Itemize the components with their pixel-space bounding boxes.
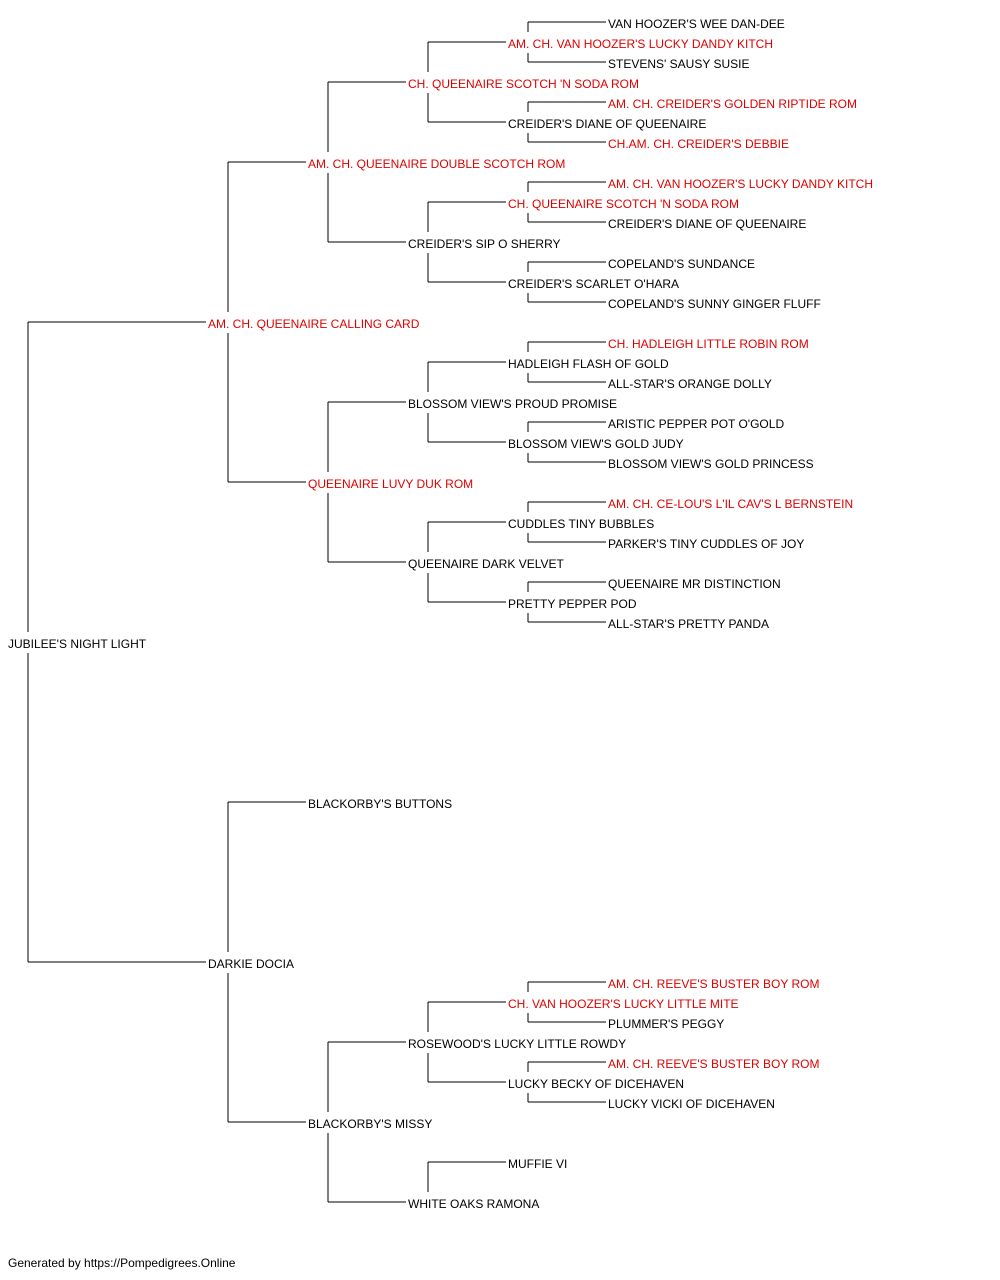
ancestor-name-n20: HADLEIGH FLASH OF GOLD bbox=[508, 357, 669, 371]
ancestor-name-n15: CREIDER'S SCARLET O'HARA bbox=[508, 277, 679, 291]
ancestor-name-n3: AM. CH. QUEENAIRE DOUBLE SCOTCH ROM bbox=[308, 157, 565, 171]
ancestor-name-n37: CH. VAN HOOZER'S LUCKY LITTLE MITE bbox=[508, 997, 739, 1011]
ancestor-name-n26: QUEENAIRE DARK VELVET bbox=[408, 557, 564, 571]
ancestor-name-n2: AM. CH. QUEENAIRE CALLING CARD bbox=[208, 317, 420, 331]
ancestor-name-n9: AM. CH. CREIDER'S GOLDEN RIPTIDE ROM bbox=[608, 97, 857, 111]
ancestor-name-n17: COPELAND'S SUNNY GINGER FLUFF bbox=[608, 297, 821, 311]
ancestor-name-n40: LUCKY BECKY OF DICEHAVEN bbox=[508, 1077, 684, 1091]
ancestor-name-n24: ARISTIC PEPPER POT O'GOLD bbox=[608, 417, 784, 431]
ancestor-name-n1: JUBILEE'S NIGHT LIGHT bbox=[8, 637, 147, 651]
ancestor-name-n22: ALL-STAR'S ORANGE DOLLY bbox=[608, 377, 772, 391]
ancestor-name-n11: CREIDER'S SIP O SHERRY bbox=[408, 237, 561, 251]
pedigree-connectors bbox=[27, 21, 606, 1203]
ancestor-name-n41: AM. CH. REEVE'S BUSTER BOY ROM bbox=[608, 1057, 819, 1071]
ancestor-name-n43: WHITE OAKS RAMONA bbox=[408, 1197, 539, 1211]
ancestor-name-n8: CREIDER'S DIANE OF QUEENAIRE bbox=[508, 117, 706, 131]
ancestor-name-n14: CREIDER'S DIANE OF QUEENAIRE bbox=[608, 217, 806, 231]
ancestor-name-n4: CH. QUEENAIRE SCOTCH 'N SODA ROM bbox=[408, 77, 639, 91]
pedigree-labels: JUBILEE'S NIGHT LIGHT AM. CH. QUEENAIRE C… bbox=[8, 17, 873, 1211]
ancestor-name-n33: DARKIE DOCIA bbox=[208, 957, 294, 971]
ancestor-name-n12: CH. QUEENAIRE SCOTCH 'N SODA ROM bbox=[508, 197, 739, 211]
ancestor-name-n21: CH. HADLEIGH LITTLE ROBIN ROM bbox=[608, 337, 809, 351]
ancestor-name-n5: AM. CH. VAN HOOZER'S LUCKY DANDY KITCH bbox=[508, 37, 773, 51]
ancestor-name-n27: CUDDLES TINY BUBBLES bbox=[508, 517, 654, 531]
ancestor-name-n7: STEVENS' SAUSY SUSIE bbox=[608, 57, 749, 71]
ancestor-name-n19: BLOSSOM VIEW'S PROUD PROMISE bbox=[408, 397, 617, 411]
pedigree-tree: JUBILEE'S NIGHT LIGHT AM. CH. QUEENAIRE C… bbox=[8, 17, 873, 1211]
ancestor-name-n35: BLACKORBY'S MISSY bbox=[308, 1117, 432, 1131]
ancestor-name-n32: ALL-STAR'S PRETTY PANDA bbox=[608, 617, 769, 631]
ancestor-name-n23: BLOSSOM VIEW'S GOLD JUDY bbox=[508, 437, 684, 451]
ancestor-name-n16: COPELAND'S SUNDANCE bbox=[608, 257, 755, 271]
ancestor-name-n30: PRETTY PEPPER POD bbox=[508, 597, 637, 611]
ancestor-name-n29: PARKER'S TINY CUDDLES OF JOY bbox=[608, 537, 804, 551]
ancestor-name-n28: AM. CH. CE-LOU'S L'IL CAV'S L BERNSTEIN bbox=[608, 497, 853, 511]
ancestor-name-n31: QUEENAIRE MR DISTINCTION bbox=[608, 577, 781, 591]
ancestor-name-n42: LUCKY VICKI OF DICEHAVEN bbox=[608, 1097, 775, 1111]
ancestor-name-n13: AM. CH. VAN HOOZER'S LUCKY DANDY KITCH bbox=[608, 177, 873, 191]
ancestor-name-n25: BLOSSOM VIEW'S GOLD PRINCESS bbox=[608, 457, 814, 471]
ancestor-name-n6: VAN HOOZER'S WEE DAN-DEE bbox=[608, 17, 785, 31]
ancestor-name-n38: AM. CH. REEVE'S BUSTER BOY ROM bbox=[608, 977, 819, 991]
ancestor-name-n36: ROSEWOOD'S LUCKY LITTLE ROWDY bbox=[408, 1037, 626, 1051]
ancestor-name-n10: CH.AM. CH. CREIDER'S DEBBIE bbox=[608, 137, 789, 151]
ancestor-name-n34: BLACKORBY'S BUTTONS bbox=[308, 797, 452, 811]
footer-credit: Generated by https://Pompedigrees.Online bbox=[8, 1256, 236, 1270]
ancestor-name-n18: QUEENAIRE LUVY DUK ROM bbox=[308, 477, 473, 491]
ancestor-name-n44: MUFFIE VI bbox=[508, 1157, 567, 1171]
ancestor-name-n39: PLUMMER'S PEGGY bbox=[608, 1017, 724, 1031]
